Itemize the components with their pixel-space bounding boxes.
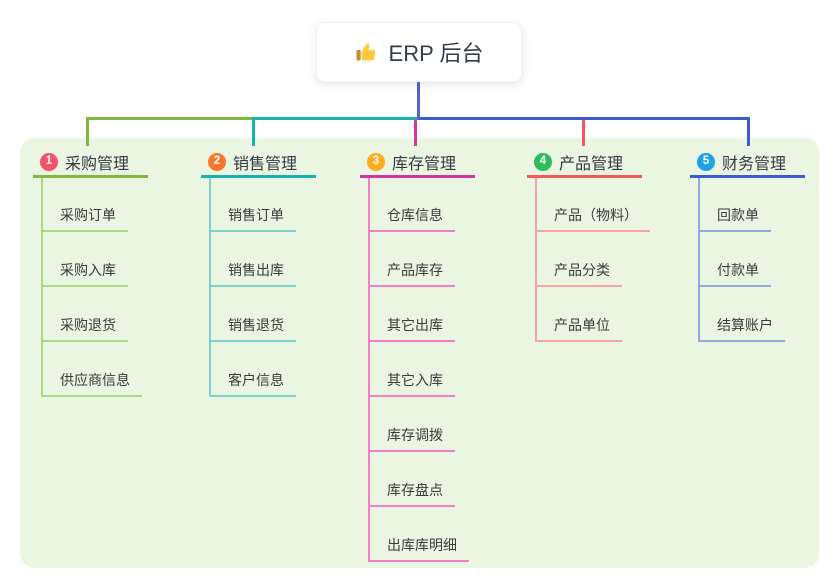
branch-number-badge: 4 bbox=[534, 152, 552, 171]
child-node[interactable]: 产品分类 bbox=[537, 232, 622, 287]
child-label: 出库库明细 bbox=[387, 537, 457, 553]
child-label: 产品单位 bbox=[554, 317, 610, 333]
child-label: 库存盘点 bbox=[387, 482, 443, 498]
branch-column: 1 采购管理采购订单采购入库采购退货供应商信息 bbox=[33, 148, 203, 397]
child-node[interactable]: 其它入库 bbox=[370, 342, 455, 397]
connector-bus-segment bbox=[252, 117, 419, 120]
child-node[interactable]: 采购入库 bbox=[43, 232, 128, 287]
child-node[interactable]: 销售退货 bbox=[211, 287, 296, 342]
branch-node[interactable]: 4 产品管理 bbox=[527, 148, 642, 178]
branch-children: 销售订单销售出库销售退货客户信息 bbox=[209, 178, 296, 397]
child-node[interactable]: 销售出库 bbox=[211, 232, 296, 287]
branch-column: 3 库存管理仓库信息产品库存其它出库其它入库库存调拨库存盘点出库库明细 bbox=[360, 148, 530, 562]
branch-number-badge: 5 bbox=[697, 152, 715, 171]
child-node[interactable]: 仓库信息 bbox=[370, 178, 455, 232]
branch-children: 产品（物料） 产品分类产品单位 bbox=[535, 178, 650, 342]
branches-panel bbox=[20, 138, 819, 568]
branch-column: 4 产品管理产品（物料） 产品分类产品单位 bbox=[527, 148, 697, 342]
child-node[interactable]: 结算账户 bbox=[700, 287, 785, 342]
child-node[interactable]: 库存调拨 bbox=[370, 397, 455, 452]
child-node[interactable]: 回款单 bbox=[700, 178, 771, 232]
branch-number-badge: 3 bbox=[367, 152, 385, 171]
branch-number-badge: 2 bbox=[208, 152, 226, 171]
child-label: 结算账户 bbox=[717, 317, 773, 333]
branch-children: 仓库信息产品库存其它出库其它入库库存调拨库存盘点出库库明细 bbox=[368, 178, 469, 562]
child-label: 回款单 bbox=[717, 207, 759, 223]
connector-branch-riser bbox=[582, 117, 585, 146]
child-label: 仓库信息 bbox=[387, 207, 443, 223]
branch-node[interactable]: 3 库存管理 bbox=[360, 148, 475, 178]
child-label: 采购入库 bbox=[60, 262, 116, 278]
child-label: 采购订单 bbox=[60, 207, 116, 223]
branch-node[interactable]: 1 采购管理 bbox=[33, 148, 148, 178]
child-label: 付款单 bbox=[717, 262, 759, 278]
child-node[interactable]: 产品（物料） bbox=[537, 178, 650, 232]
branch-children: 回款单付款单结算账户 bbox=[698, 178, 785, 342]
child-label: 销售订单 bbox=[228, 207, 284, 223]
child-label: 采购退货 bbox=[60, 317, 116, 333]
child-label: 销售出库 bbox=[228, 262, 284, 278]
child-label: 产品分类 bbox=[554, 262, 610, 278]
connector-branch-riser bbox=[747, 117, 750, 146]
child-node[interactable]: 产品库存 bbox=[370, 232, 455, 287]
connector-branch-riser bbox=[414, 117, 417, 146]
branch-label: 库存管理 bbox=[392, 155, 457, 173]
branch-node[interactable]: 2 销售管理 bbox=[201, 148, 316, 178]
child-node[interactable]: 库存盘点 bbox=[370, 452, 455, 507]
branch-label: 财务管理 bbox=[722, 155, 787, 173]
root-title: ERP 后台 bbox=[388, 41, 484, 66]
child-node[interactable]: 销售订单 bbox=[211, 178, 296, 232]
child-label: 其它入库 bbox=[387, 372, 443, 388]
branch-node[interactable]: 5 财务管理 bbox=[690, 148, 805, 178]
branch-column: 5 财务管理回款单付款单结算账户 bbox=[690, 148, 839, 342]
root-node[interactable]: ERP 后台 bbox=[316, 22, 522, 82]
branch-number-badge: 1 bbox=[40, 152, 58, 171]
child-node[interactable]: 其它出库 bbox=[370, 287, 455, 342]
branch-label: 产品管理 bbox=[559, 155, 624, 173]
branch-column: 2 销售管理销售订单销售出库销售退货客户信息 bbox=[201, 148, 371, 397]
child-label: 销售退货 bbox=[228, 317, 284, 333]
branch-label: 销售管理 bbox=[233, 155, 298, 173]
branch-children: 采购订单采购入库采购退货供应商信息 bbox=[41, 178, 142, 397]
child-label: 供应商信息 bbox=[60, 372, 130, 388]
connector-branch-riser bbox=[86, 117, 89, 146]
child-label: 产品（物料） bbox=[554, 207, 638, 223]
child-node[interactable]: 采购退货 bbox=[43, 287, 128, 342]
child-node[interactable]: 付款单 bbox=[700, 232, 771, 287]
connector-bus-segment bbox=[86, 117, 254, 120]
child-label: 客户信息 bbox=[228, 372, 284, 388]
child-label: 产品库存 bbox=[387, 262, 443, 278]
branch-label: 采购管理 bbox=[65, 155, 130, 173]
child-label: 库存调拨 bbox=[387, 427, 443, 443]
child-node[interactable]: 供应商信息 bbox=[43, 342, 142, 397]
child-label: 其它出库 bbox=[387, 317, 443, 333]
child-node[interactable]: 出库库明细 bbox=[370, 507, 469, 562]
connector-branch-riser bbox=[252, 117, 255, 146]
child-node[interactable]: 客户信息 bbox=[211, 342, 296, 397]
connector-root-line bbox=[417, 82, 420, 120]
child-node[interactable]: 采购订单 bbox=[43, 178, 128, 232]
child-node[interactable]: 产品单位 bbox=[537, 287, 622, 342]
connector-bus-segment bbox=[417, 117, 750, 120]
thumbs-up-icon bbox=[355, 40, 379, 64]
